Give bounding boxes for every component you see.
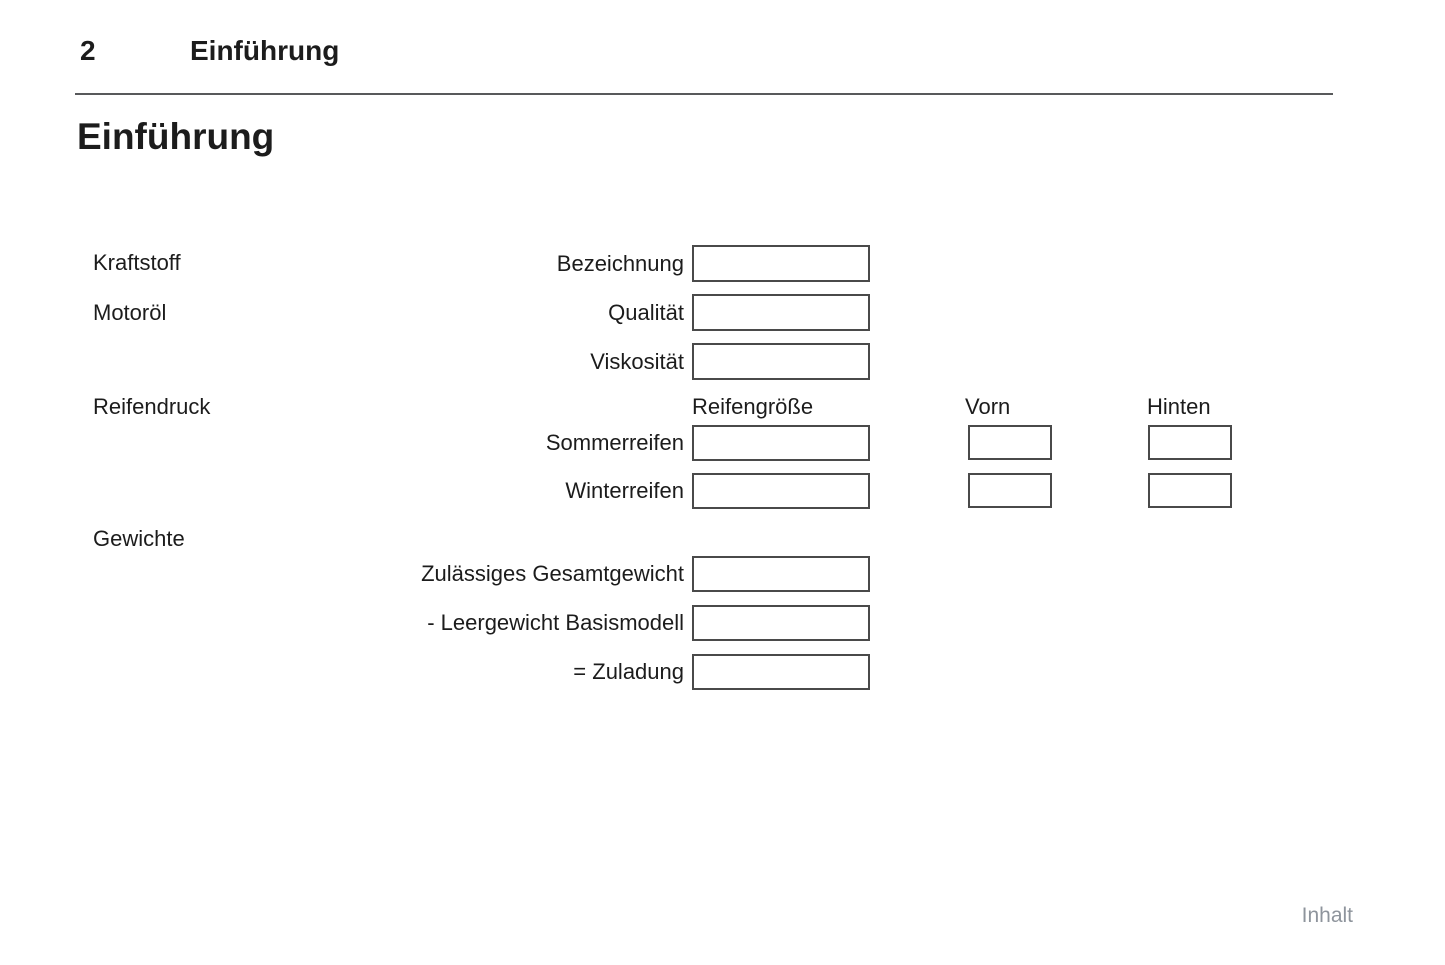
field-label-qualitaet: Qualität (608, 300, 684, 325)
category-label-motoroel: Motoröl (93, 300, 167, 325)
column-header-vorn: Vorn (965, 394, 1011, 419)
sommerreifen-hinten-input[interactable] (1148, 425, 1232, 460)
category-label-reifendruck: Reifendruck (93, 394, 211, 419)
field-label-gesamtgewicht: Zulässiges Gesamtgewicht (421, 561, 684, 586)
field-label-bezeichnung: Bezeichnung (556, 251, 684, 276)
category-label-kraftstoff: Kraftstoff (93, 250, 181, 275)
row-label-sommerreifen: Sommerreifen (545, 430, 684, 455)
column-header-reifengroesse: Reifengröße (692, 394, 814, 419)
winterreifen-groesse-input[interactable] (692, 473, 870, 509)
page-number: 2 (80, 35, 96, 66)
viskositaet-input[interactable] (692, 343, 870, 380)
row-label-winterreifen: Winterreifen (565, 478, 684, 503)
field-label-leergewicht: - Leergewicht Basismodell (427, 610, 684, 635)
winterreifen-hinten-input[interactable] (1148, 473, 1232, 508)
sommerreifen-vorn-input[interactable] (968, 425, 1052, 460)
inhalt-link[interactable]: Inhalt (1301, 904, 1353, 927)
zuladung-input[interactable] (692, 654, 870, 690)
winterreifen-vorn-input[interactable] (968, 473, 1052, 508)
qualitaet-input[interactable] (692, 294, 870, 331)
column-header-hinten: Hinten (1147, 394, 1211, 419)
leergewicht-input[interactable] (692, 605, 870, 641)
field-label-zuladung: = Zuladung (573, 659, 684, 684)
category-label-gewichte: Gewichte (93, 526, 185, 551)
page-title: Einführung (77, 116, 275, 157)
gesamtgewicht-input[interactable] (692, 556, 870, 592)
header-section-title: Einführung (190, 35, 340, 66)
bezeichnung-input[interactable] (692, 245, 870, 282)
sommerreifen-groesse-input[interactable] (692, 425, 870, 461)
field-label-viskositaet: Viskosität (590, 349, 684, 374)
header-divider (75, 93, 1333, 95)
